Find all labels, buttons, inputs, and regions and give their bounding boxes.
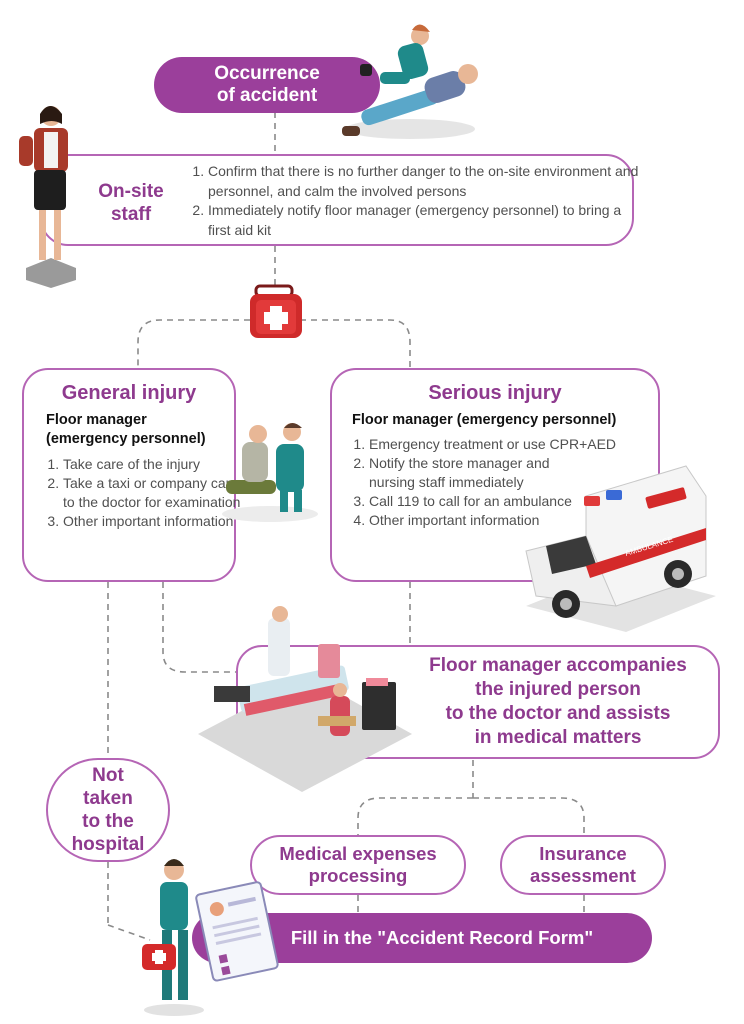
onsite-label-line1: On-site [98, 181, 164, 202]
medical-expenses-text: Medical expenses processing [250, 843, 466, 887]
general-injury-subtitle: Floor manager (emergency personnel) [46, 412, 206, 447]
serious-injury-list: Emergency treatment or use CPR+AED Notif… [351, 435, 616, 530]
occurrence-line1: Occurrence [214, 63, 320, 84]
accompany-line: to the doctor and assists [445, 703, 671, 724]
cpr-illustration [342, 24, 478, 139]
insurance-box [500, 835, 666, 895]
insurance-text: Insurance assessment [500, 843, 666, 887]
onsite-step: Immediately notify floor manager (emerge… [208, 201, 644, 240]
serious-injury-title: Serious injury [428, 382, 562, 404]
not-taken-line: taken [83, 788, 133, 809]
general-injury-item: Take care of the injury [63, 455, 243, 474]
general-injury-title: General injury [61, 382, 197, 404]
staff-with-form-illustration [142, 859, 279, 1016]
accompany-text: Floor manager accompanies the injured pe… [400, 654, 716, 750]
serious-injury-item: Emergency treatment or use CPR+AED [369, 435, 669, 454]
not-taken-line: to the [82, 811, 134, 832]
general-injury-item: Take a taxi or company car to the doctor… [63, 474, 243, 512]
accompany-line: in medical matters [474, 727, 642, 748]
hospital-room-illustration [198, 606, 412, 792]
first-aid-kit-icon [250, 284, 302, 338]
insurance-line2: assessment [530, 865, 636, 886]
not-taken-line: Not [92, 765, 124, 786]
injury-care-illustration [222, 423, 318, 522]
not-taken-box [46, 758, 170, 862]
medical-line1: Medical expenses [279, 843, 437, 864]
serious-injury-item: Notify the store manager and nursing sta… [369, 454, 595, 492]
serious-injury-subtitle: Floor manager (emergency personnel) [352, 412, 617, 428]
onsite-steps-list: Confirm that there is no further danger … [190, 162, 644, 240]
occurrence-pill: Occurrence of accident [154, 57, 380, 113]
not-taken-line: hospital [71, 834, 145, 855]
insurance-line1: Insurance [539, 843, 627, 864]
accompany-line: Floor manager accompanies [429, 655, 687, 676]
onsite-staff-label: On-site staff [86, 180, 176, 226]
onsite-label-line2: staff [110, 204, 152, 225]
onsite-staff-illustration [19, 106, 76, 288]
ambulance-illustration: AMBULANCE [525, 465, 716, 632]
fill-record-form-label: Fill in the "Accident Record Form" [290, 927, 594, 948]
general-injury-item: Other important information [63, 512, 243, 531]
general-injury-list: Take care of the injury Take a taxi or c… [45, 455, 243, 531]
general-injury-box [22, 368, 236, 582]
medical-line2: processing [308, 865, 408, 886]
occurrence-line2: of accident [216, 85, 318, 106]
onsite-staff-box [40, 154, 634, 246]
medical-expenses-box [250, 835, 466, 895]
accompany-line: the injured person [475, 679, 641, 700]
onsite-step: Confirm that there is no further danger … [208, 162, 644, 201]
serious-injury-item: Call 119 to call for an ambulance [369, 492, 595, 511]
not-taken-text: Not taken to the hospital [46, 764, 170, 856]
serious-injury-item: Other important information [369, 511, 595, 530]
